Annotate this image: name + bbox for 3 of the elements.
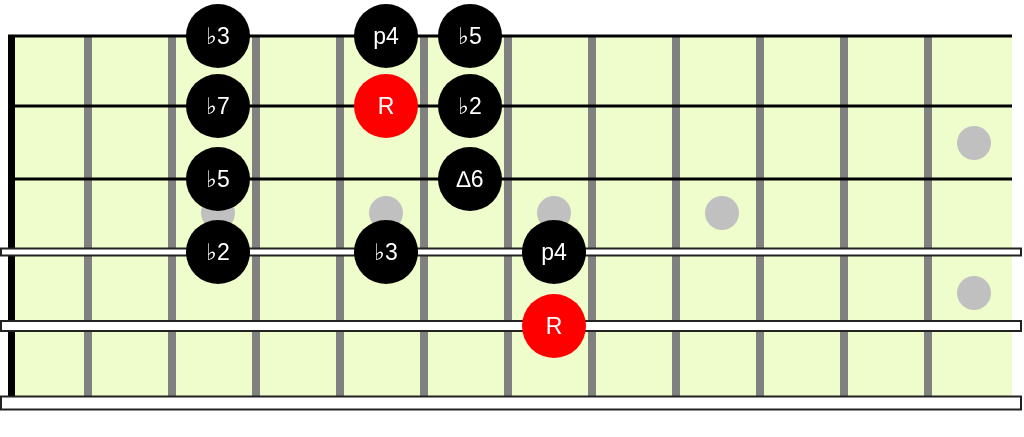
note-marker: ♭3 bbox=[186, 4, 250, 68]
note-marker: p4 bbox=[354, 4, 418, 68]
note-marker: ♭5 bbox=[438, 4, 502, 68]
